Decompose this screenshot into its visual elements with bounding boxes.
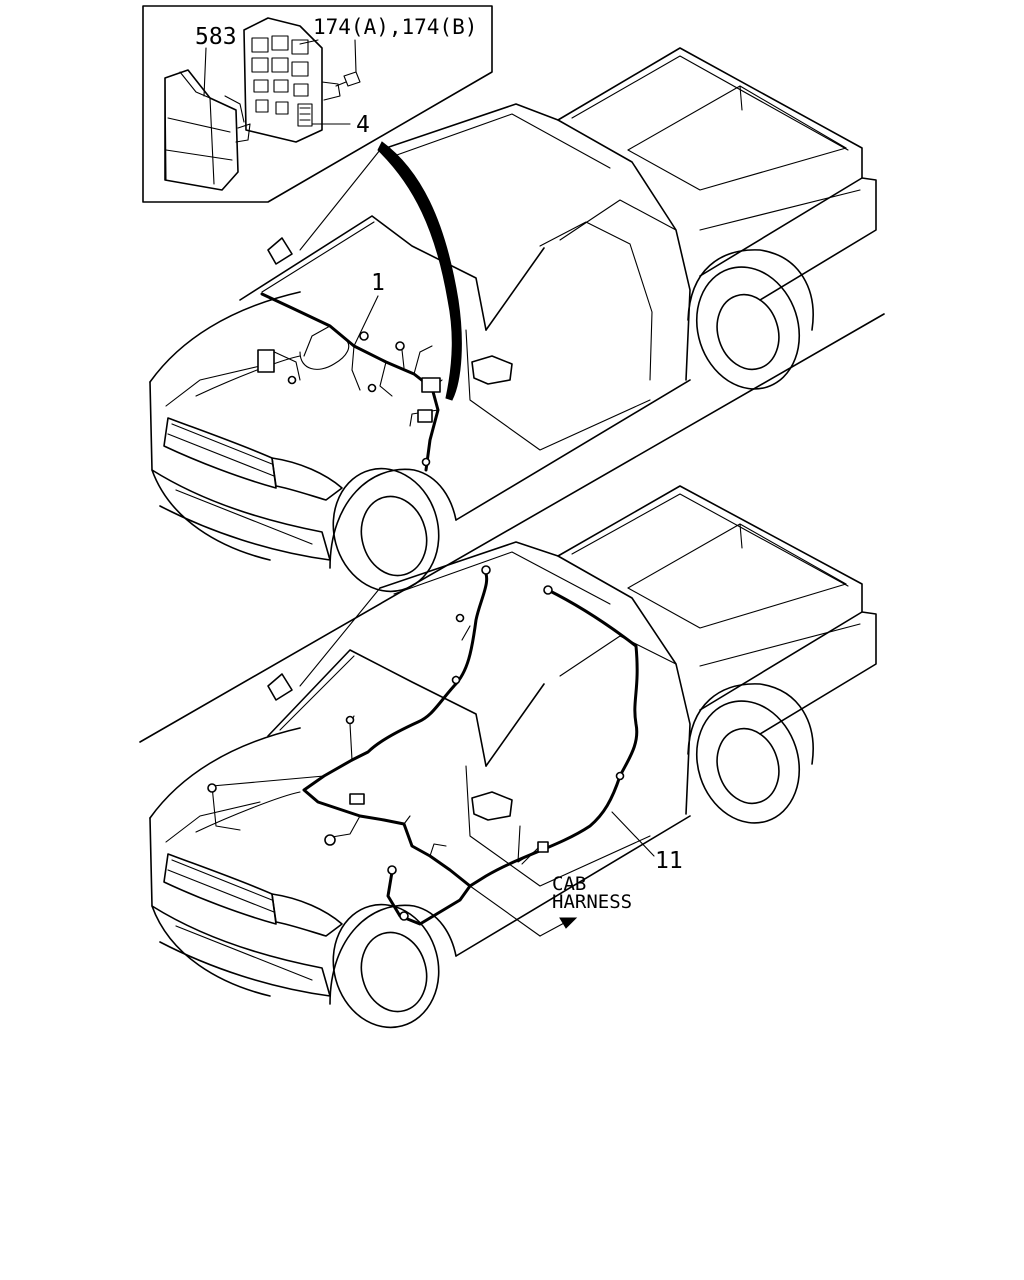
lower-truck-illustration	[149, 485, 877, 1029]
inset-frame	[142, 5, 493, 203]
callout-174: 174(A),174(B)	[313, 15, 477, 39]
cab-harness-label-line1: CAB	[552, 873, 586, 895]
leader-1	[353, 295, 379, 347]
cab-harness-annotation: CAB HARNESS	[469, 873, 632, 937]
leader-583	[203, 47, 207, 97]
leader-11	[611, 811, 655, 857]
detail-pointer-arrow	[377, 141, 462, 401]
fuse-relay-block-part	[235, 17, 361, 143]
leader-174-b	[354, 39, 357, 73]
inset-panel: 583 174(A),174(B) 4	[142, 5, 493, 203]
callout-1: 1	[371, 270, 385, 296]
separator-line	[139, 313, 885, 743]
leader-174-a	[299, 39, 319, 45]
cab-harness-11	[207, 565, 655, 926]
engine-harness-1	[257, 292, 443, 472]
cab-harness-label-line2: HARNESS	[552, 891, 632, 913]
callout-11: 11	[655, 848, 683, 874]
upper-truck-illustration	[149, 47, 877, 593]
callout-4: 4	[356, 112, 370, 138]
relay-cover-part	[164, 69, 245, 191]
callout-583: 583	[195, 24, 237, 50]
